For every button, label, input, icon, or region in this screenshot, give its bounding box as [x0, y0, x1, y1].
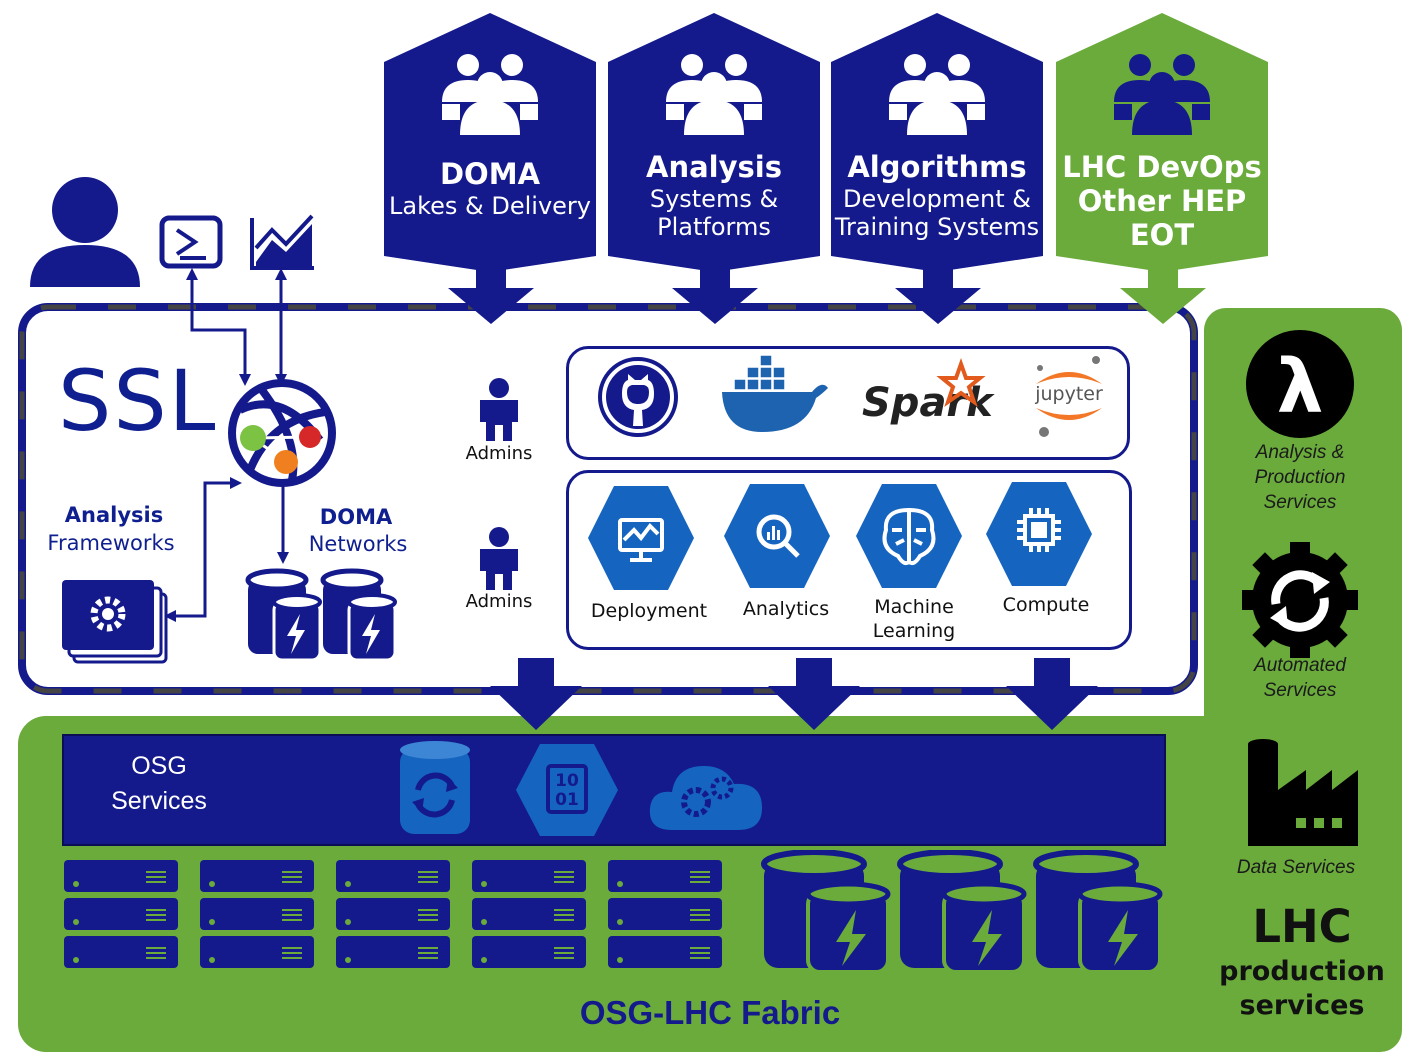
machine-learning-label-line1: Machine [874, 596, 954, 618]
analysis-banner-title: Analysis [646, 150, 782, 184]
factory-icon [1248, 739, 1358, 846]
lhc-title-line1: LHC [1252, 900, 1352, 953]
svg-text:λ: λ [1277, 344, 1324, 430]
cloud-gears-icon [649, 766, 762, 830]
analysis-services-line1: Analysis & [1255, 442, 1345, 463]
people-group-icon [442, 54, 538, 135]
analysis-banner-line: Systems & [649, 185, 779, 213]
fabric-title: OSG-LHC Fabric [579, 994, 841, 1031]
people-group-icon [889, 54, 985, 135]
admins-top-label: Admins [465, 443, 533, 464]
banner-shapes [384, 13, 1268, 324]
admins-bottom-label: Admins [465, 591, 533, 612]
spark-star-icon [936, 358, 986, 408]
jupyter-icon [1036, 356, 1102, 437]
osg-services-icons: 10 01 [400, 741, 762, 836]
lambda-icon: λ [1246, 330, 1354, 438]
lhc-banner-line: EOT [1129, 218, 1195, 252]
algorithms-down-arrow [895, 268, 981, 324]
algorithms-banner [831, 13, 1043, 272]
algorithms-banner-line: Training Systems [834, 213, 1040, 241]
analysis-banner-line: Platforms [657, 213, 771, 241]
storage-cylinders-icon [245, 568, 397, 662]
analysis-frameworks-bold: Analysis [64, 503, 164, 527]
ssl-title: SSL [58, 352, 218, 450]
user-tools-icons [30, 177, 314, 287]
svg-text:01: 01 [555, 790, 579, 810]
lhc-down-arrow [1120, 268, 1206, 324]
osg-services-line1: OSG [131, 752, 187, 780]
osg-services-line2: Services [111, 787, 207, 815]
people-group-icon [1114, 54, 1210, 135]
lhc-side-icons: λ [1242, 330, 1358, 846]
data-services-label: Data Services [1236, 857, 1356, 878]
lhc-devops-banner [1056, 13, 1268, 272]
doma-down-arrow [448, 268, 534, 324]
automated-gear-icon [1242, 542, 1358, 658]
doma-networks-sub: Networks [308, 532, 408, 556]
doma-networks-bold: DOMA [319, 505, 393, 529]
fabric-down-arrows [490, 658, 1098, 730]
osg-services-bar [62, 734, 1166, 846]
machine-learning-label-line2: Learning [872, 620, 956, 642]
storage-cylinder-icons [761, 850, 1163, 974]
lhc-banner-title: LHC DevOps [1062, 150, 1262, 184]
network-globe-icon [228, 379, 336, 487]
line-chart-icon [250, 214, 314, 270]
doma-banner-line: Lakes & Delivery [389, 192, 591, 220]
binary-data-icon: 10 01 [516, 744, 618, 836]
automated-services-line1: Automated [1254, 655, 1346, 676]
terminal-icon [159, 215, 223, 269]
algorithms-banner-title: Algorithms [847, 150, 1027, 184]
lhc-title-line3: services [1239, 990, 1365, 1021]
tools-row-icons: Spark jupyter [598, 354, 1103, 437]
lhc-title-line2: production [1219, 956, 1385, 987]
server-rack-icons [64, 860, 722, 968]
github-icon [598, 357, 678, 437]
svg-text:10: 10 [555, 771, 579, 791]
admin-person-icon [480, 378, 518, 441]
framework-stack-icon [62, 580, 168, 664]
analysis-frameworks-sub: Frameworks [47, 531, 175, 555]
admin-person-icon [480, 527, 518, 590]
database-sync-icon [400, 741, 470, 834]
analysis-services-line2: Production [1254, 467, 1346, 488]
cloud-row-icons [588, 482, 1092, 590]
jupyter-logo-text: jupyter [1034, 383, 1103, 405]
analysis-services-line3: Services [1263, 492, 1337, 513]
user-icon [30, 177, 140, 287]
doma-banner [384, 13, 596, 272]
fabric-resources [64, 850, 1163, 974]
docker-icon [722, 354, 828, 432]
deployment-label: Deployment [590, 600, 708, 622]
analysis-banner [608, 13, 820, 272]
people-group-icon [666, 54, 762, 135]
ssl-network-diagram [62, 268, 518, 664]
lhc-banner-line: Other HEP [1077, 184, 1247, 218]
automated-services-line2: Services [1263, 680, 1337, 701]
doma-banner-title: DOMA [439, 157, 541, 191]
algorithms-banner-line: Development & [843, 185, 1031, 213]
analysis-down-arrow [672, 268, 758, 324]
analytics-label: Analytics [742, 598, 830, 620]
compute-label: Compute [1002, 594, 1090, 616]
